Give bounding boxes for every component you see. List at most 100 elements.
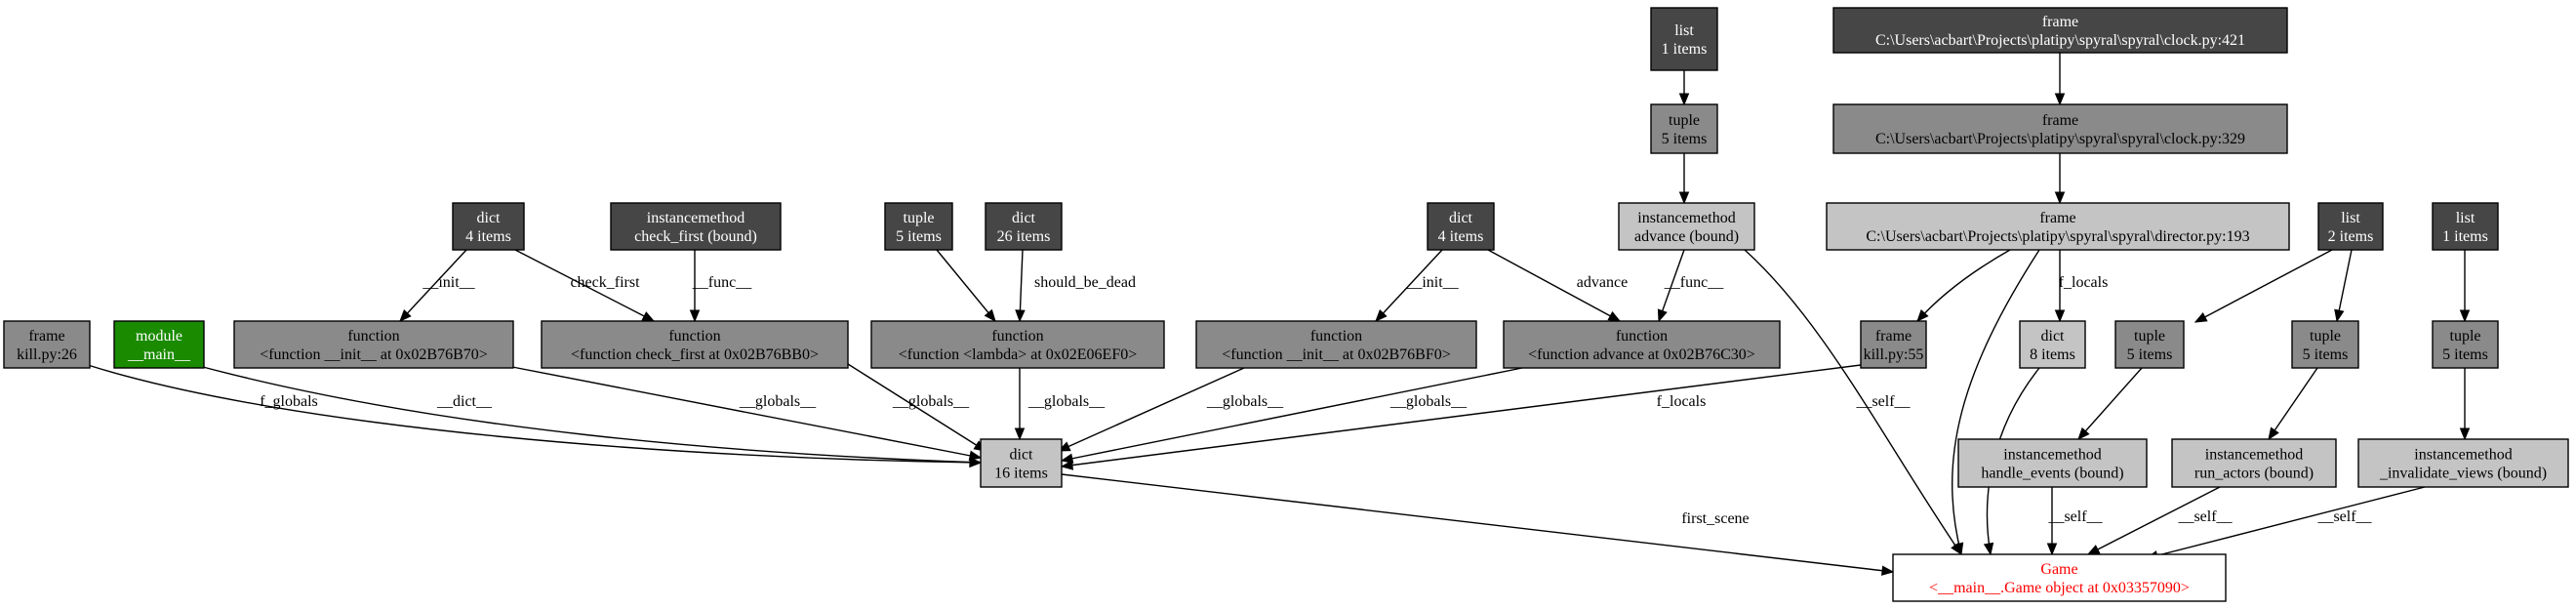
- node-box: [884, 202, 953, 251]
- node-detail-label: C:\Users\acbart\Projects\platipy\spyral\…: [1875, 131, 2245, 147]
- edge-arrowhead: [984, 308, 996, 323]
- edge-label: __dict__: [436, 393, 493, 410]
- node-box: [2357, 438, 2569, 488]
- edge-arrowhead: [2194, 311, 2208, 323]
- edge: first_scene: [1061, 473, 1895, 576]
- node-detail-label: <function advance at 0x02B76C30>: [1528, 346, 1755, 363]
- node-type-label: tuple: [1669, 112, 1700, 129]
- node-box: [233, 320, 514, 369]
- node-box: [541, 320, 849, 369]
- node-box: [1650, 7, 1718, 71]
- graph-node: frameC:\Users\acbart\Projects\platipy\sp…: [1832, 7, 2288, 54]
- node-type-label: function: [1310, 328, 1362, 345]
- edge-line: [1061, 473, 1894, 573]
- graph-node: Game <__main__.Game object at 0x03357090>: [1892, 553, 2227, 602]
- node-detail-label: 16 items: [994, 466, 1048, 482]
- edge: check_first: [514, 249, 656, 322]
- edge: [1952, 249, 2040, 556]
- edge-line: [1744, 249, 1962, 555]
- node-detail-label: <function __init__ at 0x02B76B70>: [260, 346, 488, 363]
- edge-label: __init__: [1405, 274, 1459, 291]
- node-type-label: list: [1674, 22, 1694, 39]
- edge-arrowhead: [2268, 426, 2279, 441]
- node-type-label: tuple: [2310, 328, 2341, 345]
- node-type-label: frame: [1875, 328, 1912, 345]
- edge-line: [399, 249, 467, 322]
- edge-line: [847, 363, 986, 452]
- node-box: [113, 320, 205, 369]
- edge-line: [1952, 249, 2040, 555]
- graph-node: instancemethod_invalidate_views (bound): [2357, 438, 2569, 488]
- graph-node: function<function check_first at 0x02B76…: [541, 320, 849, 369]
- node-type-label: function: [668, 328, 720, 345]
- edge-line: [1019, 249, 1024, 322]
- edge-arrowhead: [2054, 191, 2066, 205]
- node-detail-label: kill.py:26: [17, 346, 77, 363]
- edge: __func__: [1657, 249, 1724, 323]
- node-detail-label: C:\Users\acbart\Projects\platipy\spyral\…: [1866, 228, 2249, 245]
- graph-node: function<function __init__ at 0x02B76B70…: [233, 320, 514, 369]
- edge-arrowhead: [1060, 460, 1074, 470]
- node-detail-label: <__main__.Game object at 0x03357090>: [1929, 580, 2190, 596]
- edge-label: __globals__: [892, 393, 970, 410]
- edge-label: __init__: [422, 274, 475, 291]
- node-box: [2432, 202, 2499, 251]
- node-detail-label: 1 items: [2442, 228, 2488, 245]
- edge-label: __self__: [2316, 508, 2372, 525]
- edge-arrowhead: [1880, 565, 1895, 576]
- edge-line: [1916, 249, 2011, 322]
- graph-node: frameC:\Users\acbart\Projects\platipy\sp…: [1826, 202, 2290, 251]
- edge: [1678, 70, 1690, 106]
- edge-label: __globals__: [1027, 393, 1106, 410]
- node-type-label: function: [991, 328, 1043, 345]
- edge: __self__: [2046, 487, 2104, 556]
- node-type-label: module: [136, 328, 182, 345]
- edge-line: [1058, 367, 1245, 452]
- node-detail-label: run_actors (bound): [2194, 466, 2314, 482]
- edge-arrowhead: [968, 450, 983, 461]
- graph-node: module__main__: [113, 320, 205, 369]
- edge-line: [2077, 367, 2143, 440]
- edge-label: check_first: [570, 274, 640, 291]
- edge-label: __globals__: [1206, 393, 1284, 410]
- edge-line: [1487, 249, 1621, 322]
- edge-label: advance: [1577, 274, 1628, 291]
- edge-arrowhead: [1678, 191, 1690, 205]
- node-detail-label: <function check_first at 0x02B76BB0>: [571, 346, 819, 363]
- node-detail-label: 5 items: [1662, 131, 1708, 147]
- edge-label: __self__: [1855, 393, 1911, 410]
- node-type-label: dict: [1012, 210, 1036, 226]
- node-box: [1650, 103, 1718, 154]
- edge: __dict__: [202, 366, 983, 467]
- edge-line: [511, 366, 982, 459]
- node-box: [2291, 320, 2359, 369]
- edge: __init__: [1375, 249, 1460, 322]
- node-detail-label: <function <lambda> at 0x02E06EF0>: [899, 346, 1138, 363]
- edge-arrowhead: [2086, 545, 2101, 555]
- edge-line: [1061, 364, 1862, 467]
- node-detail-label: 5 items: [2442, 346, 2488, 363]
- edge-arrowhead: [1015, 309, 1026, 323]
- edge-arrowhead: [2054, 93, 2066, 106]
- node-detail-label: <function __init__ at 0x02B76BF0>: [1222, 346, 1451, 363]
- edge-arrowhead: [1607, 310, 1622, 322]
- node-type-label: Game: [2040, 561, 2077, 578]
- node-box: [2432, 320, 2499, 369]
- edge-arrowhead: [2077, 426, 2090, 440]
- node-box: [1892, 553, 2227, 602]
- edge: f_globals: [87, 364, 983, 468]
- edge: __self__: [2086, 486, 2234, 555]
- node-detail-label: 5 items: [896, 228, 942, 245]
- edge-label: __globals__: [739, 393, 817, 410]
- edge: [2459, 368, 2471, 441]
- edge: f_locals: [1060, 364, 1862, 470]
- node-box: [3, 320, 91, 369]
- node-box: [2171, 438, 2337, 488]
- node-type-label: frame: [2042, 112, 2078, 129]
- graph-node: function<function advance at 0x02B76C30>: [1503, 320, 1781, 369]
